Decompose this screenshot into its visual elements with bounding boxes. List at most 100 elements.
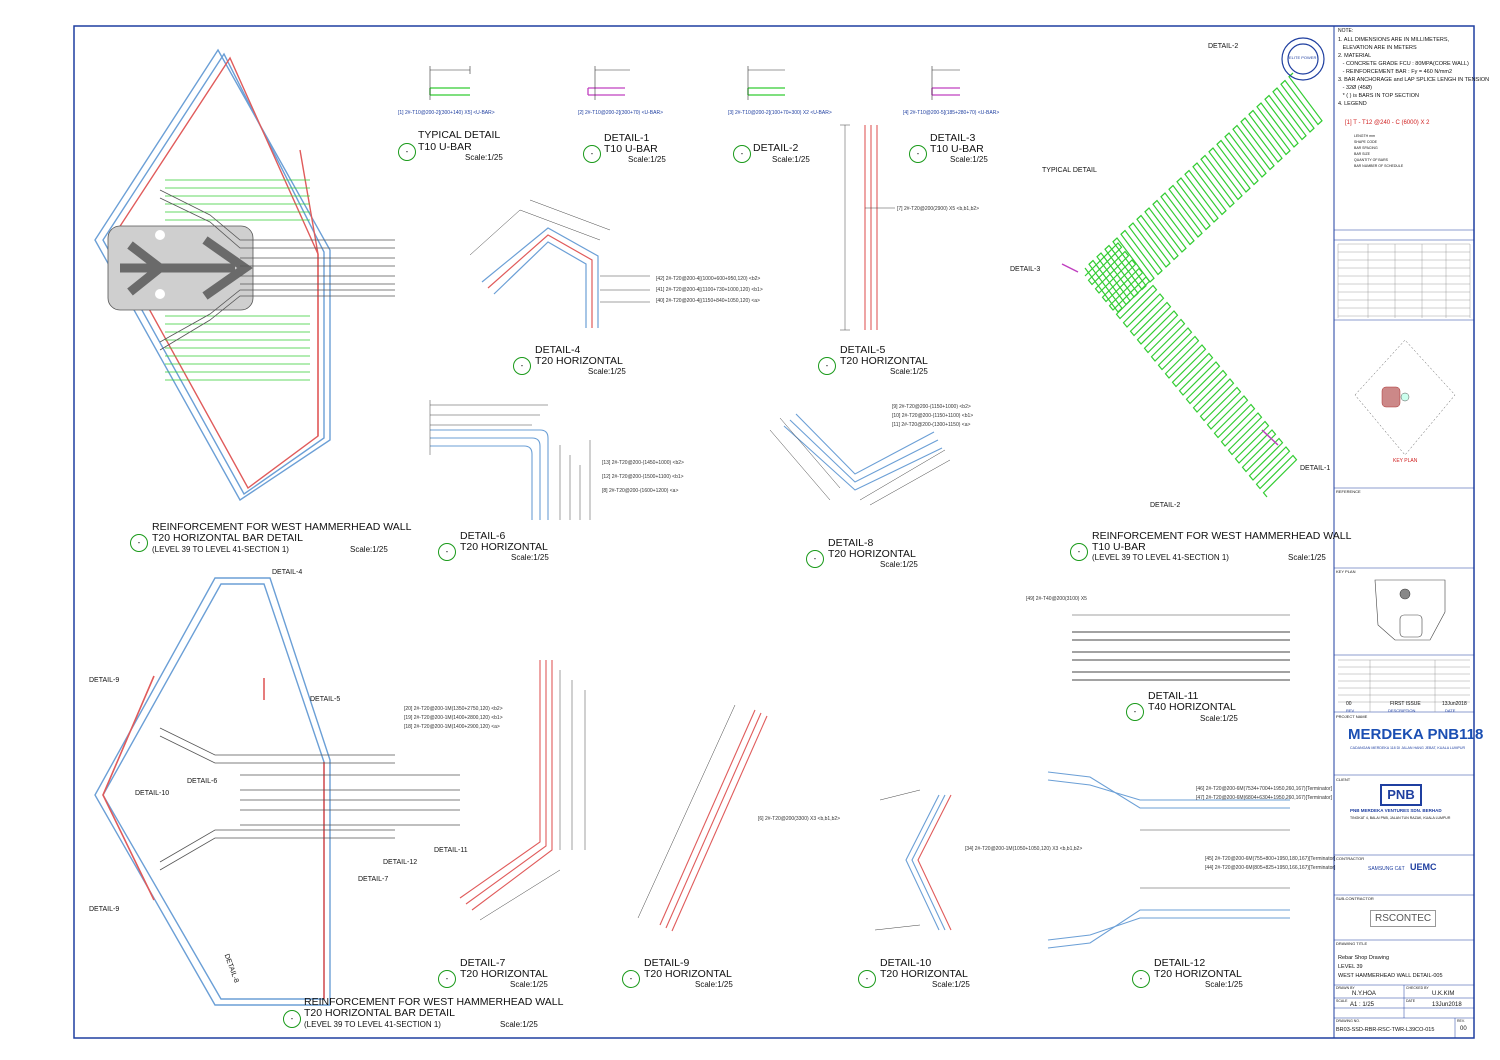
- detail-12-mark-3: [45] 2#-T20@200-6M(755+800+1950,180,167)…: [1205, 856, 1336, 862]
- drawing-title-head: DRAWING TITLE: [1336, 941, 1368, 946]
- uemc-logo: UEMC: [1410, 862, 1437, 872]
- detail-10-title: DETAIL-10: [880, 957, 932, 969]
- rev-h-rev: REV: [1346, 708, 1355, 713]
- detail-12-mark-4: [44] 2#-T20@200-6M(805+825+1950,166,167)…: [1205, 865, 1336, 871]
- rev-date: 13Jun2018: [1442, 701, 1467, 707]
- section-bubble: -: [583, 145, 601, 163]
- rein-bot-range: (LEVEL 39 TO LEVEL 41-SECTION 1): [304, 1020, 441, 1029]
- bot-label-detail-6: DETAIL-6: [187, 778, 218, 785]
- section-bubble: -: [398, 143, 416, 161]
- pnb-logo: PNB: [1380, 784, 1422, 806]
- detail-11-sub: T40 HORIZONTAL: [1148, 701, 1236, 713]
- hammerhead-tie-bars-top: [159, 189, 395, 351]
- typical-detail-mark: [1] 2#-T10@200-2[(300+140) X5] <U-BAR>: [398, 110, 495, 116]
- detail-7-mark-3: [18] 2#-T20@200-1M(1400+2900,120) <a>: [404, 724, 500, 730]
- detail-3-sub: T10 U-BAR: [930, 143, 984, 155]
- detail-11-sketch: [1072, 614, 1290, 681]
- detail-1-title: DETAIL-1: [604, 132, 650, 144]
- detail-6-mark-1: [13] 2#-T20@200-(1450+1000) <b2>: [602, 460, 684, 466]
- section-bubble: -: [858, 970, 876, 988]
- detail-9-title: DETAIL-9: [644, 957, 690, 969]
- rein-top-title: REINFORCEMENT FOR WEST HAMMERHEAD WALL: [152, 521, 412, 533]
- rev-head: REV.: [1457, 1019, 1465, 1023]
- detail-9-mark: [6] 2#-T20@200(3300) X3 <b,b1,b2>: [758, 816, 841, 822]
- section-bubble: -: [513, 357, 531, 375]
- stamp-graphic: [1281, 37, 1325, 81]
- section-bubble: -: [1132, 970, 1150, 988]
- ubar-label-detail-3: DETAIL-3: [1010, 266, 1041, 273]
- detail-12-title: DETAIL-12: [1154, 957, 1206, 969]
- drawing-info-grid: [1334, 984, 1474, 1038]
- section-bubble: -: [1126, 703, 1144, 721]
- coord-table-grid: [1337, 243, 1471, 318]
- ubar-label-typical: TYPICAL DETAIL: [1042, 167, 1097, 174]
- title-block-lines: [1334, 229, 1474, 1019]
- detail-7-title: DETAIL-7: [460, 957, 506, 969]
- section-bubble: -: [438, 970, 456, 988]
- legend-parts: LENGTH mm SHAPE CODE BAR SPACING BAR SIZ…: [1354, 134, 1404, 168]
- detail-10-sketch: [874, 789, 952, 931]
- detail-2-scale: Scale:1/25: [772, 155, 810, 164]
- detail-2-mark: [3] 2#-T10@200-2[(100+70+300) X2 <U-BAR>: [728, 110, 832, 116]
- detail-4-sketch: [469, 199, 650, 328]
- client-head: CLIENT: [1336, 777, 1351, 782]
- key-plan-label: KEY PLAN: [1393, 458, 1418, 464]
- hammerhead-tie-bars-bottom: [159, 727, 460, 871]
- key-plan-graphic: [1354, 339, 1456, 456]
- project-name: MERDEKA PNB118: [1348, 726, 1484, 743]
- notes-body: 1. ALL DIMENSIONS ARE IN MILLIMETERS, EL…: [1338, 37, 1490, 107]
- revision-grid: [1338, 659, 1470, 712]
- bot-label-detail-11: DETAIL-11: [434, 847, 468, 854]
- samsung-logo: SAMSUNG C&T: [1368, 866, 1405, 872]
- rein-ubar-scale: Scale:1/25: [1288, 553, 1326, 562]
- bot-label-detail-9b: DETAIL-9: [89, 906, 120, 913]
- detail-3-mark: [4] 2#-T10@200-5[(185+280+70) <U-BAR>: [903, 110, 1000, 116]
- detail-5-scale: Scale:1/25: [890, 367, 928, 376]
- rein-ubar-title: REINFORCEMENT FOR WEST HAMMERHEAD WALL: [1092, 530, 1352, 542]
- project-head: PROJECT NAME: [1336, 714, 1368, 719]
- typical-detail-sketch: [429, 66, 960, 100]
- detail-9-scale: Scale:1/25: [695, 980, 733, 989]
- detail-7-sketch: [459, 660, 586, 921]
- detail-4-title: DETAIL-4: [535, 344, 581, 356]
- rev-value: 00: [1460, 1026, 1467, 1032]
- detail-7-mark-2: [19] 2#-T20@200-1M(1400+2800,120) <b1>: [404, 715, 503, 721]
- detail-3-title: DETAIL-3: [930, 132, 976, 144]
- detail-3-scale: Scale:1/25: [950, 155, 988, 164]
- rein-ubar-range: (LEVEL 39 TO LEVEL 41-SECTION 1): [1092, 553, 1229, 562]
- bot-label-detail-7: DETAIL-7: [358, 876, 389, 883]
- rscontec-logo: RSCONTEC: [1370, 910, 1437, 927]
- detail-12-mark-1: [46] 2#-T20@200-6M(7534+7004+1950,260,16…: [1196, 786, 1332, 792]
- section-bubble: -: [806, 550, 824, 568]
- notes-head: NOTE:: [1338, 28, 1354, 34]
- bot-label-detail-4: DETAIL-4: [272, 569, 303, 576]
- contractor-head: CONTRACTOR: [1336, 856, 1365, 861]
- rein-bot-title: REINFORCEMENT FOR WEST HAMMERHEAD WALL: [304, 996, 564, 1008]
- drawing-no: BR03-SSD-RBR-RSC-TWR-L39CO-015: [1336, 1027, 1435, 1033]
- section-bubble: -: [438, 543, 456, 561]
- drawing-no-head: DRAWING NO.: [1336, 1019, 1360, 1023]
- bot-label-detail-9: DETAIL-9: [89, 677, 120, 684]
- detail-6-scale: Scale:1/25: [511, 553, 549, 562]
- drawn-by-head: DRAWN BY: [1336, 986, 1355, 990]
- stamp-text: ELITE POWER: [1289, 55, 1317, 60]
- client-name: PNB MERDEKA VENTURES SDN. BERHAD: [1350, 808, 1442, 813]
- detail-8-mark-1: [9] 2#-T20@200-(1150+1000) <b2>: [892, 404, 971, 410]
- key-plan-head: KEY PLAN: [1336, 569, 1356, 574]
- legend-example: [1] T - T12 @240 - C (6000) X 2: [1345, 120, 1430, 126]
- section-bubble: -: [283, 1010, 301, 1028]
- detail-5-mark: [7] 2#-T20@200(2900) X5 <b,b1,b2>: [897, 206, 980, 212]
- section-bubble: -: [622, 970, 640, 988]
- detail-4-sub: T20 HORIZONTAL: [535, 355, 623, 367]
- project-desc: CADANGAN MERDEKA 118 DI JALAN HANG JEBAT…: [1350, 746, 1466, 750]
- detail-1-mark: [2] 2#-T10@200-2[(300+70) <U-BAR>: [578, 110, 663, 116]
- date-value: 13Jun2018: [1432, 1002, 1462, 1008]
- detail-1-sub: T10 U-BAR: [604, 143, 658, 155]
- detail-10-sub: T20 HORIZONTAL: [880, 968, 968, 980]
- detail-7-sub: T20 HORIZONTAL: [460, 968, 548, 980]
- ubar-zigzag: [1084, 72, 1323, 498]
- detail-4-scale: Scale:1/25: [588, 367, 626, 376]
- bot-label-detail-10: DETAIL-10: [135, 790, 170, 797]
- rein-ubar-sub: T10 U-BAR: [1092, 541, 1146, 553]
